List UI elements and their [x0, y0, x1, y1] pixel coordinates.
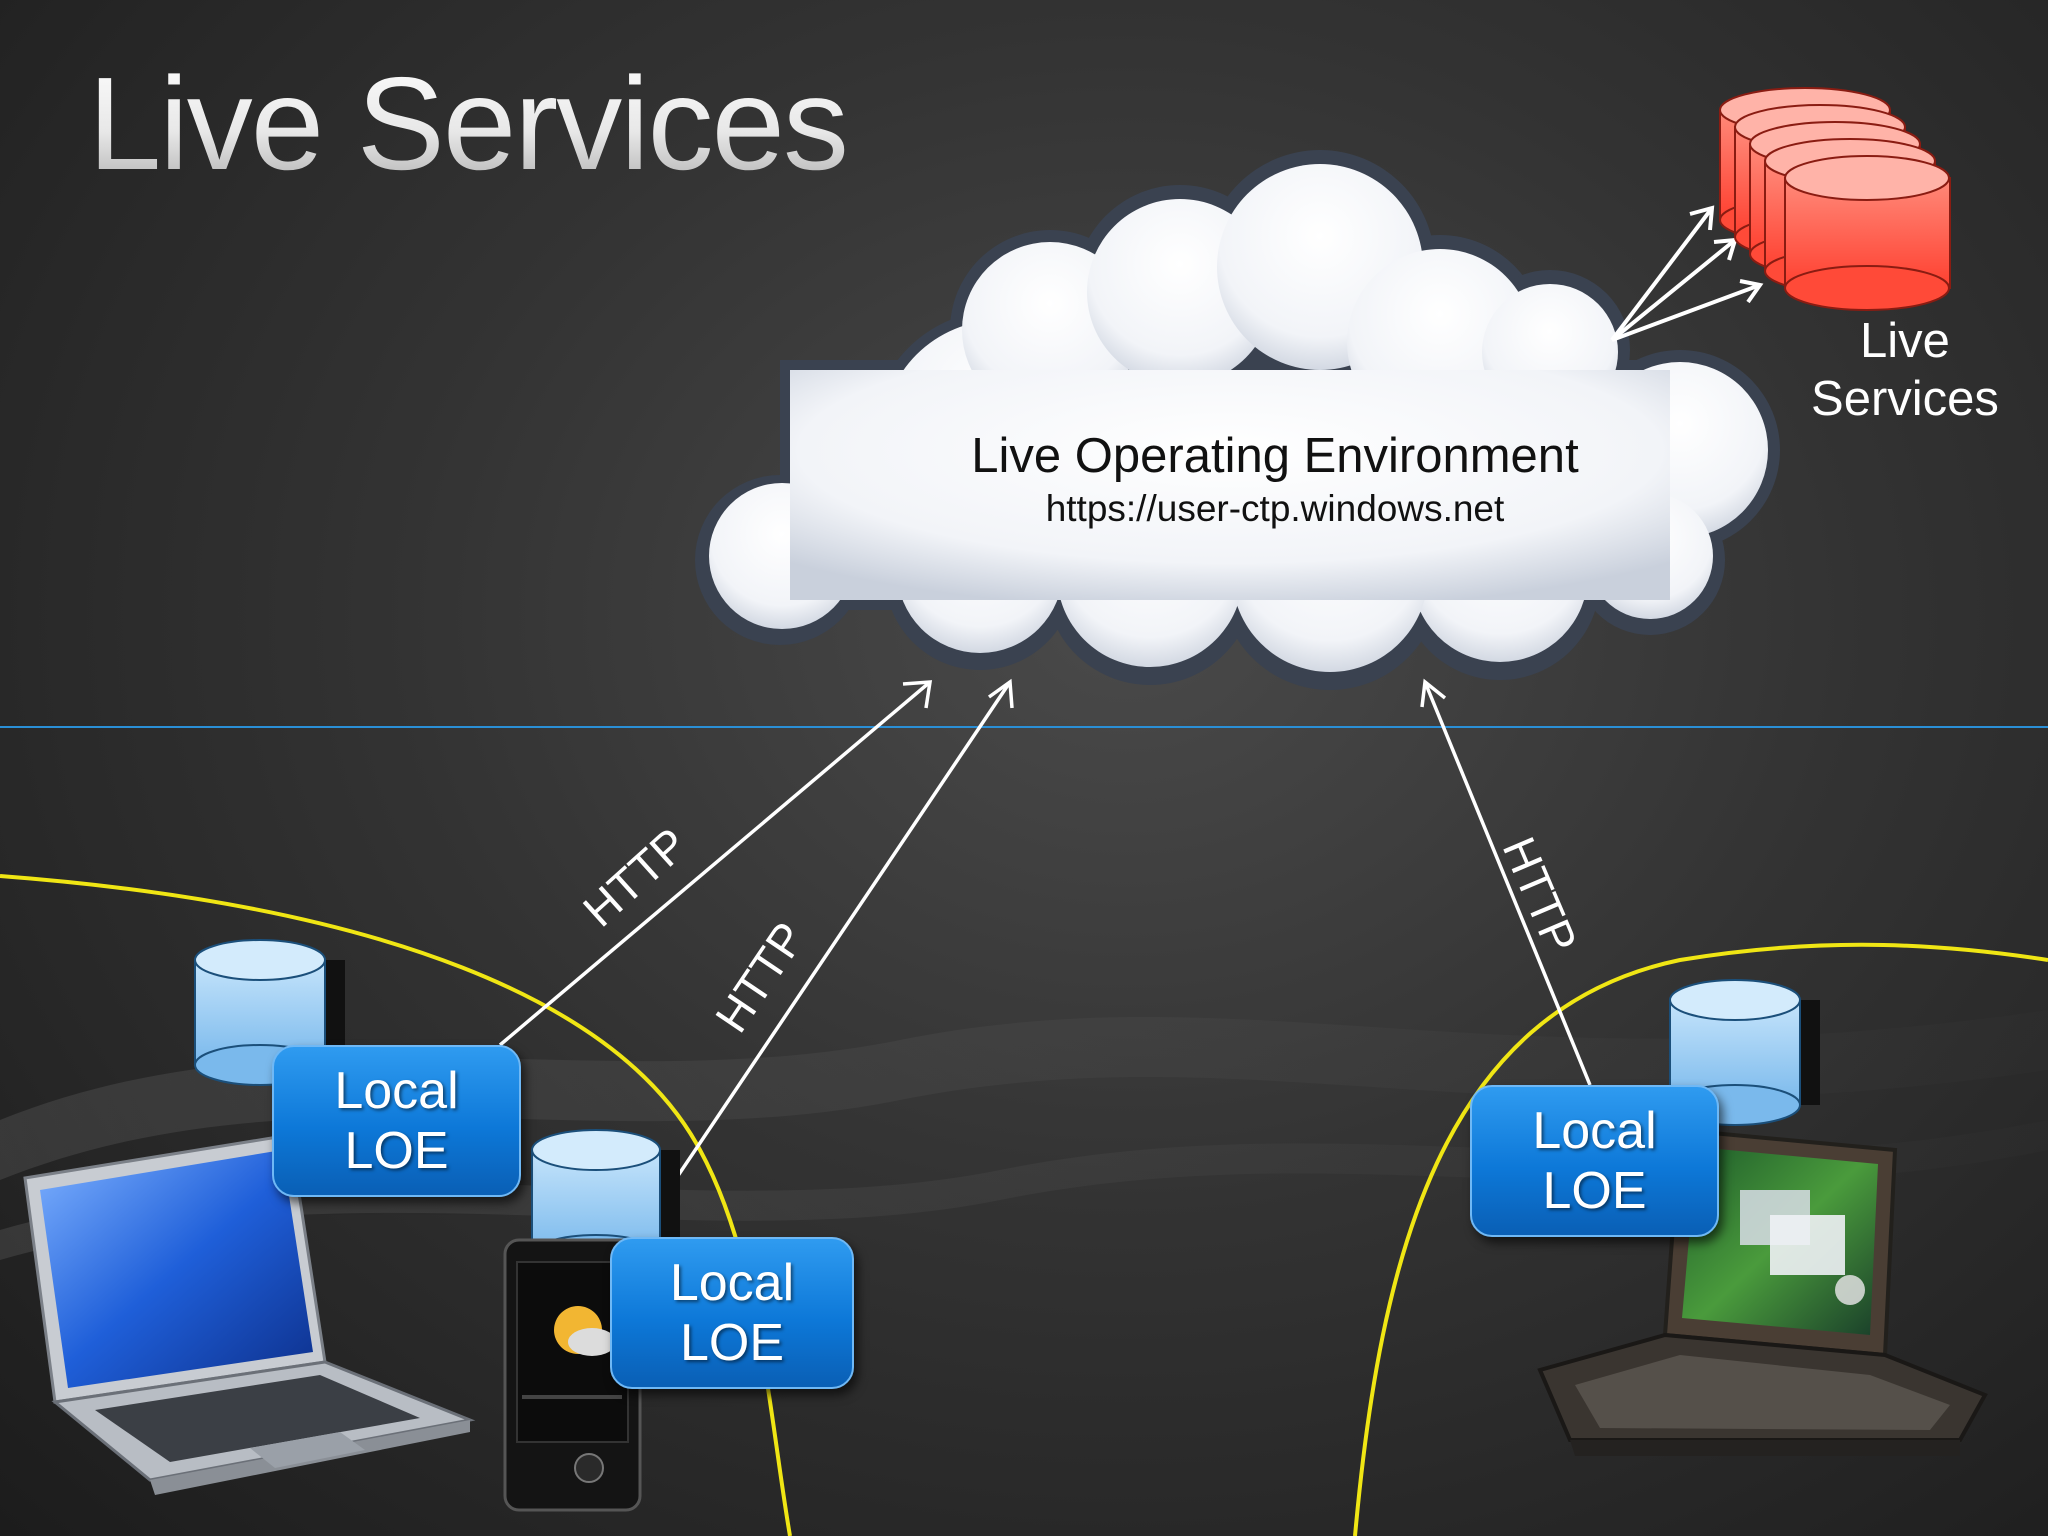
cloud-title: Live Operating Environment: [971, 429, 1579, 483]
boundary-right: [1353, 942, 2048, 1536]
local-loe-laptop-line1: Local: [334, 1062, 459, 1120]
local-loe-umpc: Local LOE: [1470, 1085, 1719, 1237]
http-connections: [498, 678, 1592, 1196]
live-services-label: Live Services: [1780, 312, 2030, 428]
local-loe-laptop: Local LOE: [272, 1045, 521, 1197]
cloud-shape: [695, 150, 1780, 690]
slide-title: Live Services: [88, 50, 849, 197]
cloud-url: https://user-ctp.windows.net: [1045, 488, 1505, 529]
local-loe-phone-line2: LOE: [679, 1314, 785, 1372]
live-services-label-line2: Services: [1811, 372, 1999, 426]
laptop-device: [23, 1133, 476, 1495]
local-loe-laptop-line2: LOE: [344, 1122, 449, 1180]
local-loe-phone: Local LOE: [610, 1237, 854, 1389]
local-loe-umpc-line1: Local: [1532, 1102, 1657, 1160]
boundary-left: [0, 874, 792, 1536]
local-loe-umpc-line2: LOE: [1542, 1162, 1647, 1220]
local-loe-phone-line1: Local: [669, 1254, 795, 1312]
smartphone-device: [503, 1238, 642, 1512]
live-services-label-line1: Live: [1860, 314, 1950, 368]
live-services-database-stack: [1719, 87, 1951, 311]
umpc-device: [1537, 1127, 1988, 1456]
